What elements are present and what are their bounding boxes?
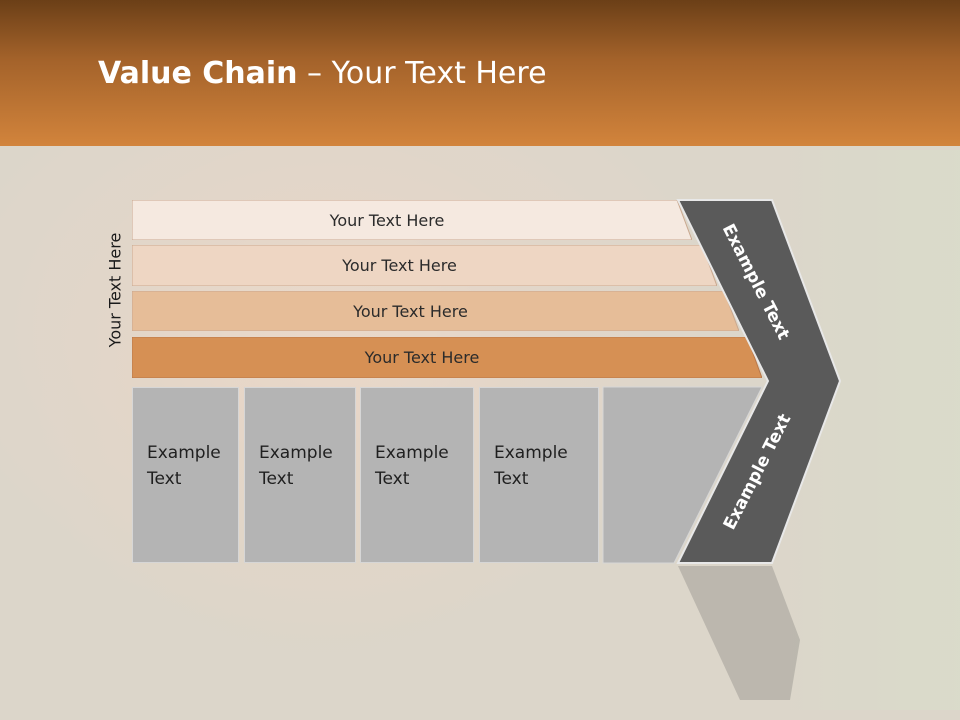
activity-box-2-line2: Text: [259, 469, 294, 489]
activity-box-5-line1: Example: [619, 443, 693, 463]
activity-box-3[interactable]: Example Text: [360, 387, 474, 563]
side-label[interactable]: Your Text Here: [105, 232, 125, 348]
value-bar-3[interactable]: Your Text Here: [132, 291, 739, 331]
activity-box-1[interactable]: Example Text: [132, 387, 239, 563]
activity-box-3-line1: Example: [375, 443, 449, 463]
activity-box-1-line2: Text: [147, 469, 182, 489]
slide-title[interactable]: Value Chain – Your Text Here: [98, 56, 547, 91]
value-bar-2-label: Your Text Here: [342, 255, 457, 275]
value-bar-4-label: Your Text Here: [364, 347, 480, 367]
title-rest: – Your Text Here: [297, 56, 547, 91]
value-bar-4[interactable]: Your Text Here: [132, 337, 762, 378]
activity-box-2[interactable]: Example Text: [244, 387, 356, 563]
value-bar-1-label: Your Text Here: [329, 210, 445, 230]
activity-box-5[interactable]: Example Text: [604, 387, 693, 563]
title-banner: Value Chain – Your Text Here: [0, 0, 960, 146]
activity-box-1-line1: Example: [147, 443, 221, 463]
value-bar-1[interactable]: Your Text Here: [132, 200, 692, 240]
title-bold: Value Chain: [98, 56, 298, 91]
activity-box-3-line2: Text: [375, 469, 410, 489]
activity-box-4-line1: Example: [494, 443, 568, 463]
value-bar-3-label: Your Text Here: [353, 301, 468, 321]
activity-box-2-line1: Example: [259, 443, 333, 463]
activity-box-5-line2: Text: [619, 469, 654, 489]
activity-box-4-line2: Text: [494, 469, 529, 489]
value-bar-2[interactable]: Your Text Here: [132, 245, 717, 286]
activity-box-4[interactable]: Example Text: [479, 387, 599, 563]
